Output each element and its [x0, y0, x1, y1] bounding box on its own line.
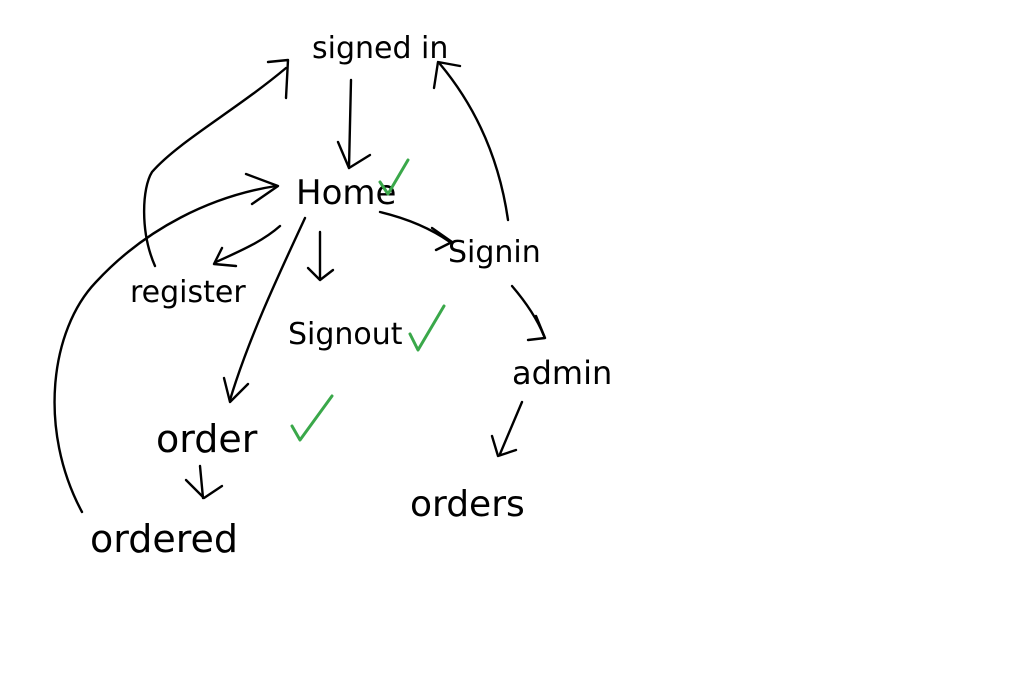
node-admin: admin [512, 354, 612, 392]
arrowhead-icon [244, 172, 280, 206]
edge-home-to-order [228, 216, 307, 402]
node-order: order [156, 417, 258, 461]
edge-admin-to-orders [498, 400, 524, 456]
edge-order-to-ordered [198, 464, 205, 500]
arrowhead-icon [490, 434, 518, 458]
arrowhead-icon [336, 140, 372, 170]
nodes: signed in Home register Signout Signin o… [90, 31, 612, 561]
check-icon-order [290, 394, 334, 442]
arrowhead-icon [212, 246, 238, 268]
edge-ordered-to-home [53, 184, 278, 514]
edge-register-to-signed-in [142, 66, 288, 268]
node-home: Home [296, 173, 396, 213]
arrowhead-icon [432, 60, 462, 90]
node-signed-in: signed in [312, 31, 448, 66]
node-register: register [130, 275, 246, 310]
edge-signin-to-signed-in [438, 62, 510, 222]
node-signin: Signin [448, 235, 541, 270]
arrowhead-icon [526, 314, 547, 342]
arrowhead-icon [306, 266, 335, 282]
check-icon-home [378, 158, 410, 196]
edge-home-to-register [214, 224, 282, 264]
node-signout: Signout [288, 317, 403, 352]
checks [290, 158, 446, 442]
arrowhead-icon [430, 226, 454, 252]
arrowhead-icon [222, 376, 250, 404]
edge-signed-in-to-home [347, 78, 353, 170]
arrowhead-icon [266, 58, 290, 100]
node-orders: orders [410, 484, 525, 525]
node-ordered: ordered [90, 517, 238, 561]
edges [53, 58, 547, 514]
arrowhead-icon [184, 478, 224, 500]
check-icon-signout [408, 304, 446, 352]
edge-home-to-signin [378, 210, 452, 244]
